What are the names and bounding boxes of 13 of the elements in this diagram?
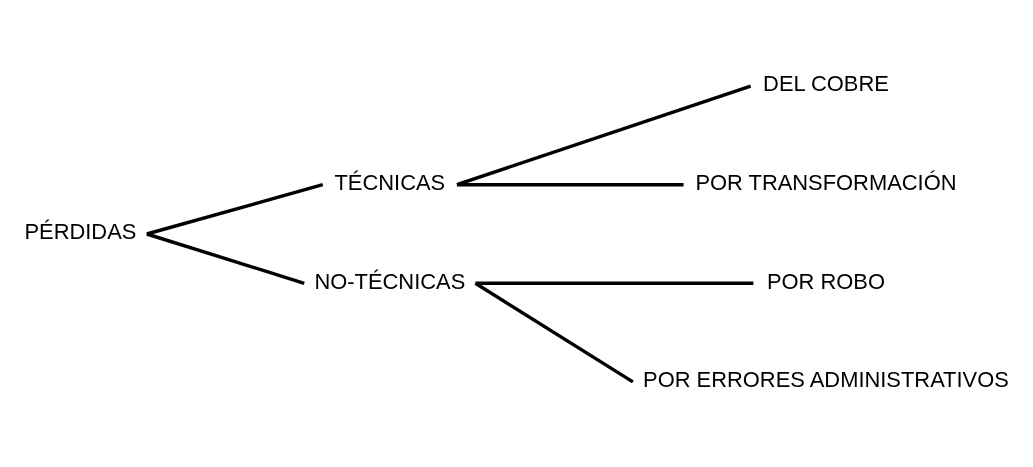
connector [456,84,752,186]
connector [146,231,305,285]
connector [146,182,324,236]
node-text: NO-TÉCNICAS [314,268,466,293]
node-text: POR ROBO [766,268,885,293]
node-text: PÉRDIDAS [24,218,137,244]
connector [474,281,634,383]
node-text: POR ERRORES ADMINISTRATIVOS [643,366,1009,392]
node-text: DEL COBRE [763,70,889,96]
node-text: POR TRANSFORMACIÓN [695,169,957,195]
connector [456,182,684,186]
connector [475,281,754,285]
node-text: TÉCNICAS [334,169,446,195]
